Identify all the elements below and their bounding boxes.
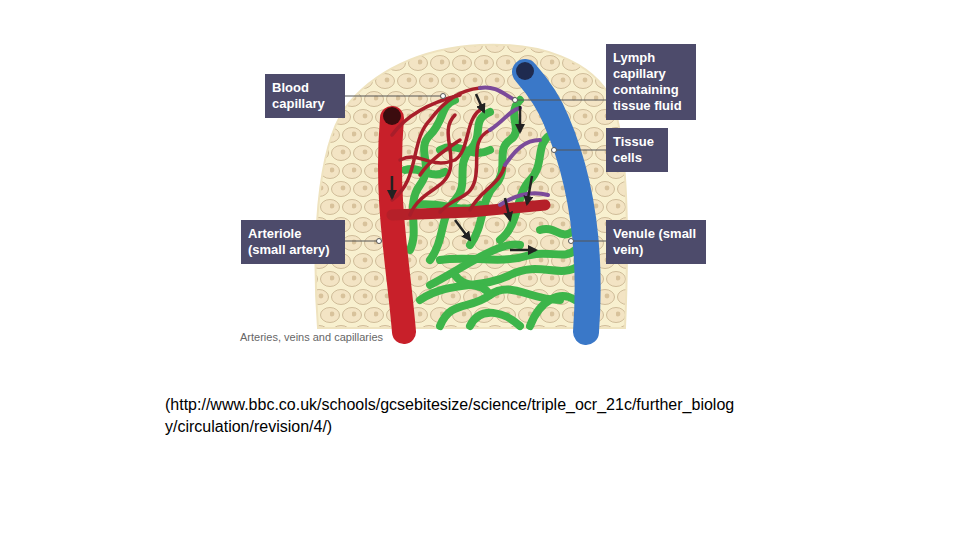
arteriole [383, 107, 545, 332]
label-box: Lymph capillary containing tissue fluid [606, 44, 696, 120]
label-text: Arteriole (small artery) [248, 226, 338, 258]
flow-arrows [392, 94, 536, 250]
label-box: Tissue cells [606, 128, 668, 172]
label-box: Blood capillary [265, 74, 345, 118]
label-text: Blood capillary [272, 80, 338, 112]
label-text: Lymph capillary containing tissue fluid [613, 50, 689, 114]
figure-caption: Arteries, veins and capillaries [240, 330, 383, 344]
label-box: Venule (small vein) [606, 220, 706, 264]
label-text: Tissue cells [613, 134, 661, 166]
leader-lines [345, 94, 606, 244]
blood-capillaries [392, 88, 505, 215]
venule [516, 62, 588, 332]
label-box: Arteriole (small artery) [241, 220, 345, 264]
label-text: Venule (small vein) [613, 226, 699, 258]
source-url: (http://www.bbc.co.uk/schools/gcsebitesi… [165, 394, 865, 438]
